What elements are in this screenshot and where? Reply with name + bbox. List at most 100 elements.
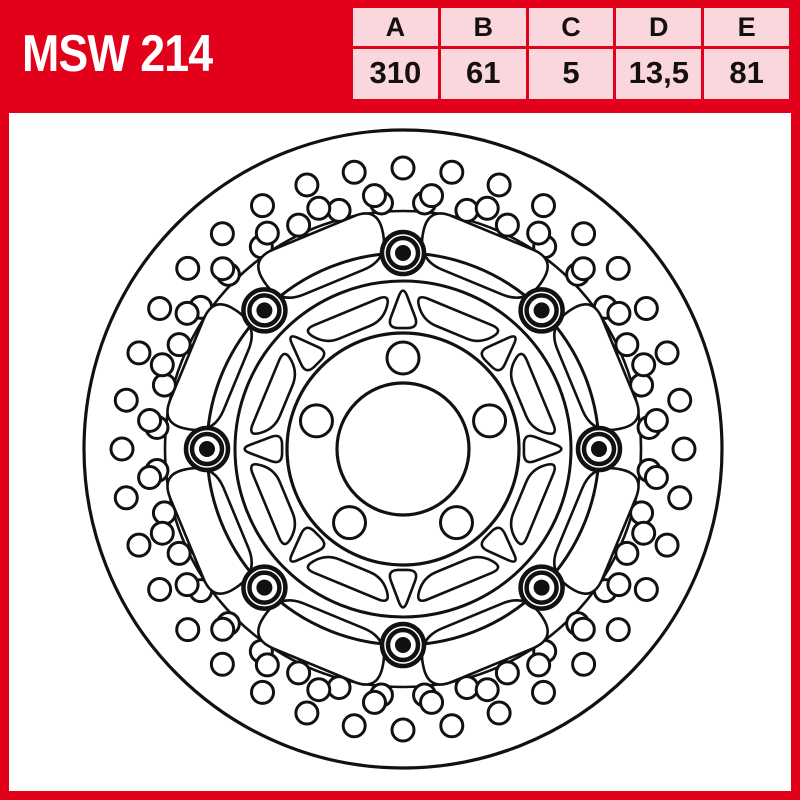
drill-hole — [250, 193, 275, 219]
drill-hole — [175, 255, 201, 281]
float-button-center — [395, 637, 411, 653]
drill-hole — [614, 540, 640, 566]
float-button-group — [183, 229, 623, 669]
drill-hole — [439, 713, 465, 739]
value-cell-a: 310 — [353, 49, 438, 99]
drill-hole — [606, 572, 632, 598]
drill-hole — [570, 256, 596, 282]
drill-hole — [294, 172, 320, 198]
rotor-inner-edge — [163, 209, 643, 689]
carrier-spoke-group — [249, 295, 557, 603]
drill-hole — [419, 183, 445, 209]
float-button-center — [395, 245, 411, 261]
column-header-a: A — [353, 8, 438, 46]
drill-hole — [126, 340, 152, 366]
column-header-c: C — [528, 8, 614, 46]
float-button-center — [591, 441, 607, 457]
drill-hole — [531, 679, 556, 705]
drill-hole — [254, 652, 280, 678]
float-button-center — [533, 579, 550, 596]
bolt-hole — [472, 403, 508, 439]
column-header-d: D — [616, 8, 702, 46]
drill-hole — [113, 485, 139, 511]
float-button-center — [199, 441, 215, 457]
drill-hole — [209, 651, 235, 677]
drill-hole — [439, 159, 465, 185]
drill-hole — [633, 577, 659, 602]
value-cell-d: 13,5 — [616, 49, 702, 99]
table-row-divider — [353, 46, 789, 49]
table-header-row: A B C D E — [353, 8, 789, 46]
carrier-cutout — [480, 526, 517, 563]
carrier-cutout — [388, 568, 418, 609]
drill-hole — [667, 485, 693, 511]
float-button-center — [256, 302, 273, 319]
drill-hole — [419, 689, 445, 715]
drill-hole — [571, 221, 597, 247]
carrier-cutout — [289, 335, 326, 372]
table-row: 310 61 5 13,5 81 — [353, 49, 789, 99]
drill-hole — [486, 700, 512, 726]
drill-hole — [109, 436, 135, 462]
bolt-hole — [298, 403, 334, 439]
drill-hole — [306, 677, 332, 703]
drill-hole — [643, 465, 669, 491]
rotor-outer-edge — [82, 128, 724, 770]
drill-hole — [671, 436, 697, 462]
drill-hole — [149, 520, 175, 546]
bolt-hole — [332, 505, 368, 541]
page-title: MSW 214 — [22, 25, 213, 83]
drill-hole-inner-group — [137, 183, 669, 715]
carrier-spoke-window — [249, 352, 297, 436]
carrier-spoke-window — [416, 555, 500, 603]
drill-hole — [494, 212, 520, 238]
drill-hole — [494, 660, 520, 686]
drill-hole — [643, 407, 669, 433]
carrier-spoke-window — [509, 352, 557, 436]
carrier-cutout-group — [243, 289, 563, 609]
carrier-inner-ring — [233, 279, 573, 619]
drill-hole — [654, 340, 680, 366]
drill-hole — [250, 679, 275, 705]
spec-table: A B C D E 310 61 5 13,5 81 — [350, 8, 792, 99]
drill-hole — [175, 617, 201, 643]
drill-hole — [486, 172, 512, 198]
bolt-hole-group — [298, 340, 508, 541]
drill-hole — [166, 540, 192, 566]
drill-hole — [654, 532, 680, 558]
drill-hole — [571, 651, 597, 677]
carrier-spoke-window — [306, 295, 390, 343]
value-cell-b: 61 — [440, 49, 526, 99]
drill-hole — [137, 465, 163, 491]
drill-hole — [474, 195, 500, 221]
drill-hole — [174, 300, 200, 326]
drill-hole — [631, 352, 657, 378]
drill-hole — [526, 652, 552, 678]
drill-hole — [606, 300, 632, 326]
drill-hole — [306, 195, 332, 221]
drill-hole — [210, 616, 236, 642]
drill-hole — [210, 256, 236, 282]
drill-hole — [631, 520, 657, 546]
drill-hole — [361, 183, 387, 209]
carrier-cutout — [522, 434, 563, 464]
drill-hole — [113, 387, 139, 413]
drill-hole — [361, 689, 387, 715]
carrier-cutout — [388, 289, 418, 330]
drill-hole — [526, 220, 552, 246]
drill-hole — [209, 221, 235, 247]
drill-hole — [605, 617, 631, 643]
carrier-spoke-window — [416, 295, 500, 343]
drill-hole — [254, 220, 280, 246]
float-button-center — [533, 302, 550, 319]
hub-outer-ring — [285, 331, 521, 567]
drill-hole — [474, 677, 500, 703]
carrier-cutout — [243, 434, 284, 464]
header-band: MSW 214 A B C D E 310 61 5 13,5 81 — [0, 0, 800, 110]
drill-hole — [390, 155, 416, 181]
drill-hole — [667, 387, 693, 413]
drill-hole — [531, 193, 556, 219]
column-header-b: B — [440, 8, 526, 46]
